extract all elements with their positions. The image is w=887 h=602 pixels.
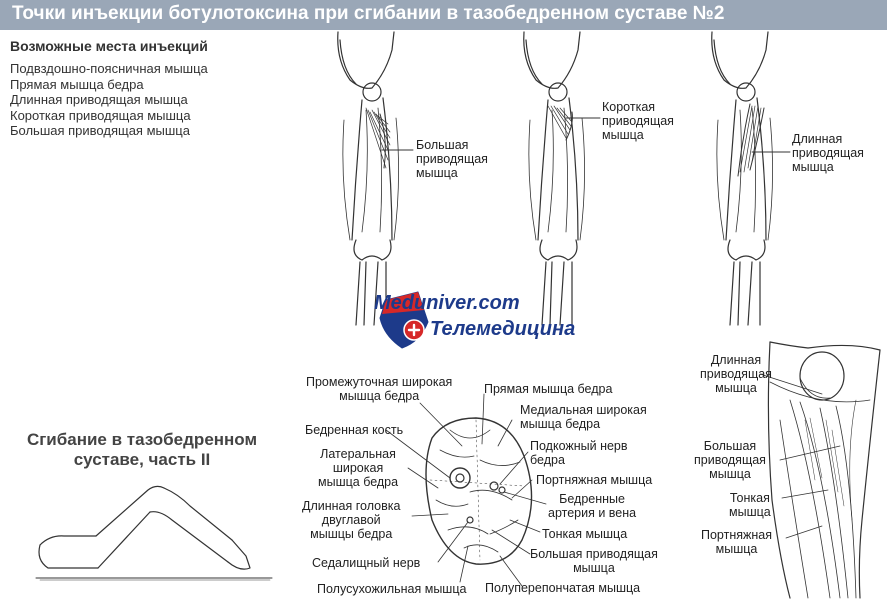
section-heading-line1: Сгибание в тазобедренном <box>26 430 258 449</box>
label-semitendinosus: Полусухожильная мышца <box>317 582 467 596</box>
watermark-tagline: Телемедицина <box>430 318 576 340</box>
leg-illustration-2 <box>523 31 601 326</box>
section-heading: Сгибание в тазобедренном суставе, часть … <box>0 430 284 470</box>
injection-sites-heading: Возможные места инъекций <box>10 38 208 54</box>
page-title: Точки инъекции ботулотоксина при сгибани… <box>12 3 725 24</box>
injection-sites-list: Подвздошно-поясничная мышца Прямая мышца… <box>10 61 208 139</box>
label-gracilis: Тонкая мышца <box>542 527 628 541</box>
list-item: Прямая мышца бедра <box>10 76 144 92</box>
label-sartorius: Портняжная мышца <box>536 473 653 487</box>
thigh-cross-section-illustration <box>385 393 547 587</box>
list-item: Короткая приводящая мышца <box>10 107 191 123</box>
label-rectus-femoris: Прямая мышца бедра <box>484 382 613 396</box>
list-item: Большая приводящая мышца <box>10 123 190 138</box>
leg-illustration-1 <box>337 31 414 326</box>
leg-illustration-3 <box>711 31 791 326</box>
meduniver-logo <box>379 291 429 349</box>
label-sciatic-nerve: Седалищный нерв <box>312 556 421 570</box>
section-heading-line2: суставе, часть II <box>73 450 211 469</box>
list-item: Длинная приводящая мышца <box>10 92 188 107</box>
watermark-site: Meduniver.com <box>374 292 520 314</box>
lying-figure-illustration <box>35 485 273 581</box>
thigh-muscles-illustration <box>759 341 881 599</box>
label-femur: Бедренная кость <box>305 423 404 437</box>
list-item: Подвздошно-поясничная мышца <box>10 61 208 76</box>
label-semimembranosus: Полуперепончатая мышца <box>485 581 641 595</box>
title-bar: Точки инъекции ботулотоксина при сгибани… <box>0 0 887 30</box>
